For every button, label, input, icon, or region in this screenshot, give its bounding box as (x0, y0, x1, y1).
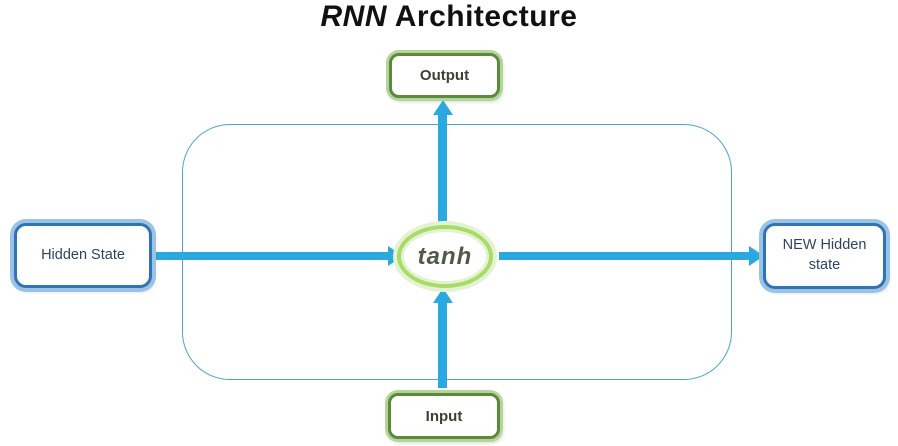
node-tanh-label: tanh (417, 242, 473, 270)
node-output-label: Output (419, 67, 470, 84)
node-hidden-state: Hidden State (14, 223, 152, 288)
arrow-shaft (499, 252, 750, 260)
arrow-shaft (438, 114, 447, 228)
arrowhead-up-icon (433, 288, 453, 303)
title-emphasis: RNN (320, 0, 388, 33)
arrow-shaft (152, 252, 389, 260)
arrow-shaft (438, 302, 447, 388)
title-rest: Architecture (387, 0, 578, 33)
node-tanh-activation: tanh (397, 225, 493, 288)
arrowhead-up-icon (433, 100, 453, 115)
node-output: Output (389, 53, 500, 98)
node-new-hidden-state: NEW Hidden state (763, 223, 886, 289)
node-input-label: Input (425, 407, 463, 425)
node-new-hidden-state-label: NEW Hidden state (782, 237, 867, 273)
node-input: Input (388, 393, 500, 439)
diagram-title: RNN Architecture (0, 0, 898, 34)
arrowhead-right-icon (749, 246, 764, 266)
node-hidden-state-label: Hidden State (41, 246, 125, 263)
